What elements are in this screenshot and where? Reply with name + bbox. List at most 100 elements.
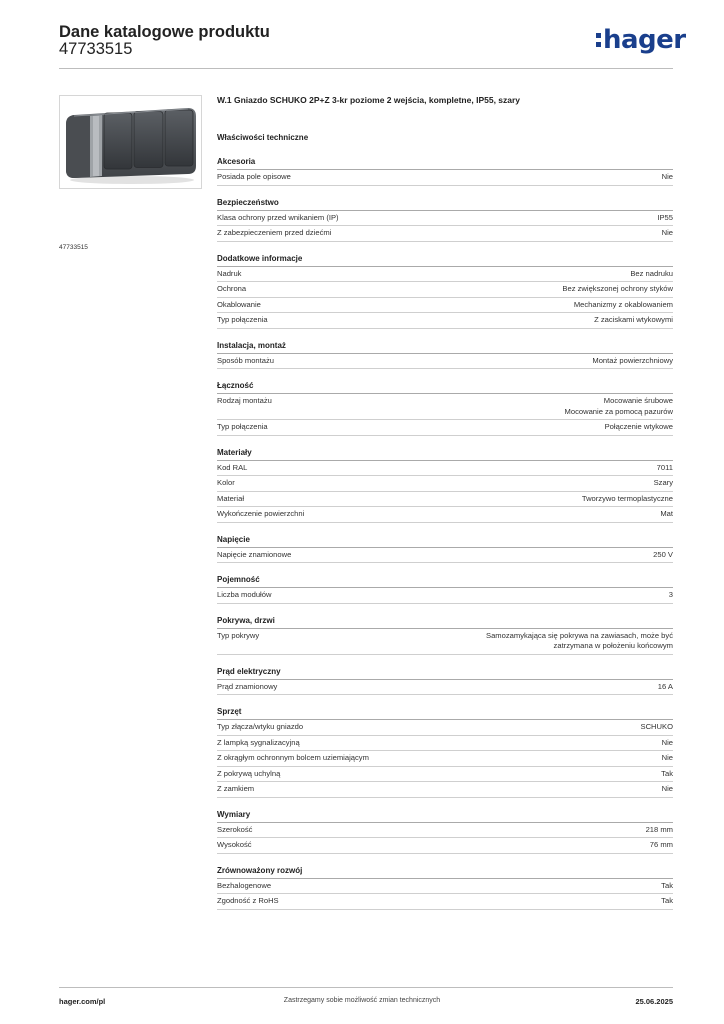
section-title: Pokrywa, drzwi (217, 615, 673, 629)
property-label: Zgodność z RoHS (217, 896, 279, 905)
image-caption: 47733515 (59, 244, 88, 251)
property-row: Sposób montażu Montaż powierzchniowy (217, 354, 673, 369)
logo-dots-icon (596, 33, 601, 47)
property-value-line: Bez zwiększonej ochrony styków (562, 284, 673, 293)
property-label: Okablowanie (217, 299, 261, 309)
property-value-line: Montaż powierzchniowy (592, 355, 673, 365)
property-value-line: IP55 (657, 212, 673, 222)
property-value-line: Mat (660, 509, 673, 518)
property-row: Typ złącza/wtyku gniazdo SCHUKO (217, 720, 673, 736)
property-value-line: Samozamykająca się pokrywa na zawiasach,… (486, 630, 673, 640)
property-label: Typ połączenia (217, 315, 268, 324)
property-value: Nie (662, 784, 673, 795)
property-label: Nadruk (217, 268, 242, 278)
hager-logo[interactable]: hager (596, 26, 686, 54)
property-label: Ochrona (217, 284, 247, 293)
section-title: Prąd elektryczny (217, 666, 673, 680)
property-label: Sposób montażu (217, 355, 274, 365)
property-label: Posiada pole opisowe (217, 172, 291, 181)
property-row: Z okrągłym ochronnym bolcem uziemiającym… (217, 751, 673, 767)
property-value: Szary (654, 478, 673, 489)
property-value: Samozamykająca się pokrywa na zawiasach,… (486, 631, 673, 652)
property-row: Wysokość 76 mm (217, 838, 673, 854)
property-value-line: Mechanizmy z okablowaniem (573, 299, 673, 309)
property-value-line: 250 V (653, 549, 673, 559)
property-value: Mat (660, 509, 673, 520)
section-title: Łączność (217, 380, 673, 394)
property-row: Typ połączenia Z zaciskami wtykowymi (217, 313, 673, 329)
section-title: Zrównoważony rozwój (217, 865, 673, 879)
footer-website-link[interactable]: hager.com/pl (59, 997, 106, 1006)
property-label: Z zabezpieczeniem przed dziećmi (217, 228, 332, 237)
property-label: Z lampką sygnalizacyjną (217, 737, 300, 747)
property-label: Typ złącza/wtyku gniazdo (217, 722, 304, 731)
section-title: Wymiary (217, 809, 673, 823)
product-details: W.1 Gniazdo SCHUKO 2P+Z 3-kr poziome 2 w… (217, 92, 673, 910)
property-value: SCHUKO (641, 722, 674, 733)
property-row: Ochrona Bez zwiększonej ochrony styków (217, 282, 673, 298)
property-label: Z zamkiem (217, 784, 255, 793)
section-title: Instalacja, montaż (217, 340, 673, 354)
property-value-line: Nie (661, 737, 673, 747)
property-label: Wykończenie powierzchni (217, 509, 305, 518)
property-value: Bez nadruku (630, 269, 673, 280)
property-value: 250 V (653, 550, 673, 561)
property-label: Rodzaj montażu (217, 396, 272, 405)
property-value: Nie (662, 753, 673, 764)
property-label: Wysokość (217, 840, 252, 849)
property-value-line: 16 A (657, 681, 673, 691)
property-value: Montaż powierzchniowy (592, 356, 673, 367)
property-value-line: Bez nadruku (630, 268, 673, 278)
property-value: Nie (662, 738, 673, 749)
property-label: Typ pokrywy (217, 630, 260, 640)
logo-text: hager (603, 25, 686, 55)
property-value: Połączenie wtykowe (605, 422, 673, 433)
section-title: Sprzęt (217, 706, 673, 720)
property-value-line: Tak (661, 896, 673, 905)
property-label: Napięcie znamionowe (217, 549, 292, 559)
property-value: IP55 (657, 213, 673, 224)
property-row: Typ pokrywy Samozamykająca się pokrywa na… (217, 629, 673, 655)
property-value: Mechanizmy z okablowaniem (574, 300, 673, 311)
property-value: 218 mm (646, 825, 673, 836)
properties-heading: Właściwości techniczne (217, 133, 309, 142)
property-value: Tak (661, 881, 673, 892)
property-label: Z pokrywą uchylną (217, 768, 281, 778)
property-value: Z zaciskami wtykowymi (594, 315, 673, 326)
property-value: 76 mm (650, 840, 673, 851)
section-title: Pojemność (217, 574, 673, 588)
property-row: Zgodność z RoHS Tak (217, 894, 673, 910)
property-value-line: SCHUKO (640, 722, 674, 731)
property-label: Z okrągłym ochronnym bolcem uziemiającym (217, 753, 369, 762)
property-value: Bez zwiększonej ochrony styków (562, 284, 673, 295)
property-value-line: 218 mm (645, 824, 673, 834)
property-label: Kod RAL (217, 462, 248, 472)
property-row: Okablowanie Mechanizmy z okablowaniem (217, 298, 673, 313)
property-value-line: zatrzymana w położeniu końcowym (553, 641, 673, 650)
property-row: Klasa ochrony przed wnikaniem (IP)IP55 (217, 211, 673, 226)
property-value-line: Szary (653, 478, 673, 487)
section-title: Akcesoria (217, 156, 673, 170)
socket-product-icon (66, 108, 196, 184)
section-title: Bezpieczeństwo (217, 197, 673, 211)
property-label: Kolor (217, 478, 235, 487)
